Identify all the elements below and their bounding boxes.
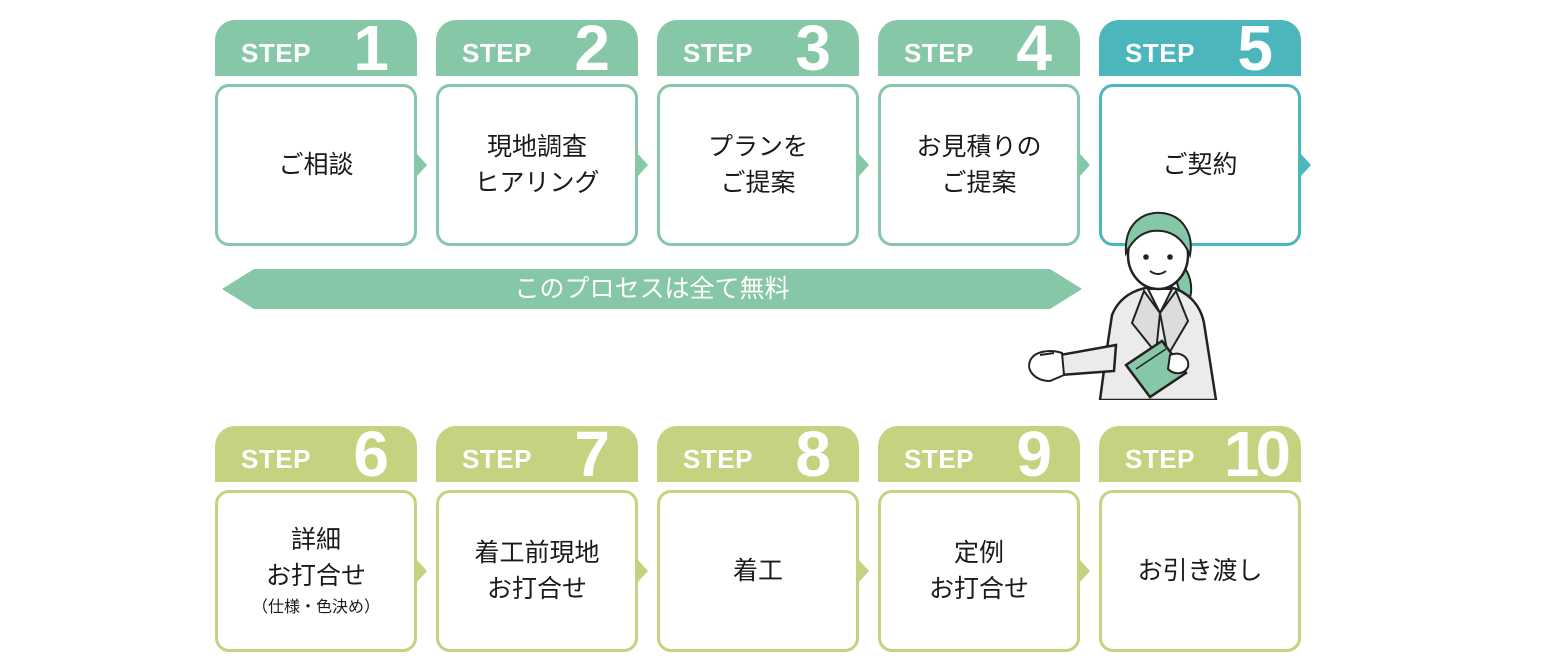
step-label: STEP <box>683 38 753 68</box>
step-text: お打合せ <box>265 561 366 590</box>
step-8: STEP 8 着工 <box>657 418 859 652</box>
step-text: お打合せ <box>486 574 587 603</box>
step-number: 10 <box>1223 418 1291 490</box>
step-5: STEP 5 ご契約 <box>1099 12 1301 246</box>
free-banner: このプロセスは全て無料 <box>222 269 1082 309</box>
step-tab: STEP 9 <box>878 418 1080 490</box>
step-text: お打合せ <box>928 574 1029 603</box>
step-number: 2 <box>574 12 610 84</box>
step-tab: STEP 8 <box>657 418 859 490</box>
arrow-right-icon <box>859 154 869 176</box>
woman-guide-icon <box>1028 211 1218 400</box>
step-tab: STEP 1 <box>215 12 417 84</box>
step-number: 3 <box>795 12 831 84</box>
step-number: 7 <box>574 418 610 490</box>
step-label: STEP <box>1125 444 1195 474</box>
step-box: 詳細 お打合せ （仕様・色決め） <box>215 490 417 652</box>
step-6: STEP 6 詳細 お打合せ （仕様・色決め） <box>215 418 417 652</box>
step-text: 着工 <box>732 556 783 585</box>
step-tab: STEP 5 <box>1099 12 1301 84</box>
step-text: ご提案 <box>941 168 1017 197</box>
arrow-right-icon <box>638 154 648 176</box>
free-banner-text: このプロセスは全て無料 <box>514 274 790 303</box>
step-label: STEP <box>462 38 532 68</box>
step-number: 6 <box>353 418 389 490</box>
step-text: 現地調査 <box>486 132 587 161</box>
step-tab: STEP 3 <box>657 12 859 84</box>
arrow-right-icon <box>1080 560 1090 582</box>
step-text: ご相談 <box>278 150 354 179</box>
step-box: ご相談 <box>215 84 417 246</box>
step-label: STEP <box>462 444 532 474</box>
arrow-right-icon <box>859 560 869 582</box>
step-text: お見積りの <box>916 132 1042 161</box>
step-text: ヒアリング <box>474 168 600 197</box>
step-4: STEP 4 お見積りの ご提案 <box>878 12 1080 246</box>
step-text: 詳細 <box>290 525 341 554</box>
double-arrow-icon <box>222 269 1082 309</box>
arrow-right-icon <box>1080 154 1090 176</box>
step-tab: STEP 10 <box>1099 418 1301 490</box>
arrow-right-icon <box>417 560 427 582</box>
step-box: お引き渡し <box>1099 490 1301 652</box>
step-box: 現地調査 ヒアリング <box>436 84 638 246</box>
step-box: 着工前現地 お打合せ <box>436 490 638 652</box>
step-number: 4 <box>1016 12 1052 84</box>
step-note: （仕様・色決め） <box>251 597 380 616</box>
step-1: STEP 1 ご相談 <box>215 12 417 246</box>
step-3: STEP 3 プランを ご提案 <box>657 12 859 246</box>
step-tab: STEP 4 <box>878 12 1080 84</box>
step-text: 着工前現地 <box>474 538 600 567</box>
step-number: 9 <box>1016 418 1052 490</box>
arrow-right-icon <box>638 560 648 582</box>
step-9: STEP 9 定例 お打合せ <box>878 418 1080 652</box>
arrow-right-icon <box>1301 154 1311 176</box>
step-text: プランを <box>707 132 808 161</box>
step-number: 8 <box>795 418 831 490</box>
step-label: STEP <box>904 444 974 474</box>
step-box: ご契約 <box>1099 84 1301 246</box>
step-10: STEP 10 お引き渡し <box>1099 418 1301 652</box>
step-box: プランを ご提案 <box>657 84 859 246</box>
step-text: 定例 <box>953 538 1004 567</box>
arrow-right-icon <box>417 154 427 176</box>
step-tab: STEP 6 <box>215 418 417 490</box>
step-2: STEP 2 現地調査 ヒアリング <box>436 12 638 246</box>
step-number: 5 <box>1237 12 1273 84</box>
step-text: ご契約 <box>1162 150 1238 179</box>
step-box: 着工 <box>657 490 859 652</box>
step-text: お引き渡し <box>1137 556 1263 585</box>
step-text: ご提案 <box>720 168 796 197</box>
step-label: STEP <box>241 444 311 474</box>
step-box: お見積りの ご提案 <box>878 84 1080 246</box>
step-7: STEP 7 着工前現地 お打合せ <box>436 418 638 652</box>
step-label: STEP <box>1125 38 1195 68</box>
step-label: STEP <box>904 38 974 68</box>
step-number: 1 <box>353 12 389 84</box>
step-tab: STEP 2 <box>436 12 638 84</box>
step-tab: STEP 7 <box>436 418 638 490</box>
step-label: STEP <box>683 444 753 474</box>
step-box: 定例 お打合せ <box>878 490 1080 652</box>
step-label: STEP <box>241 38 311 68</box>
